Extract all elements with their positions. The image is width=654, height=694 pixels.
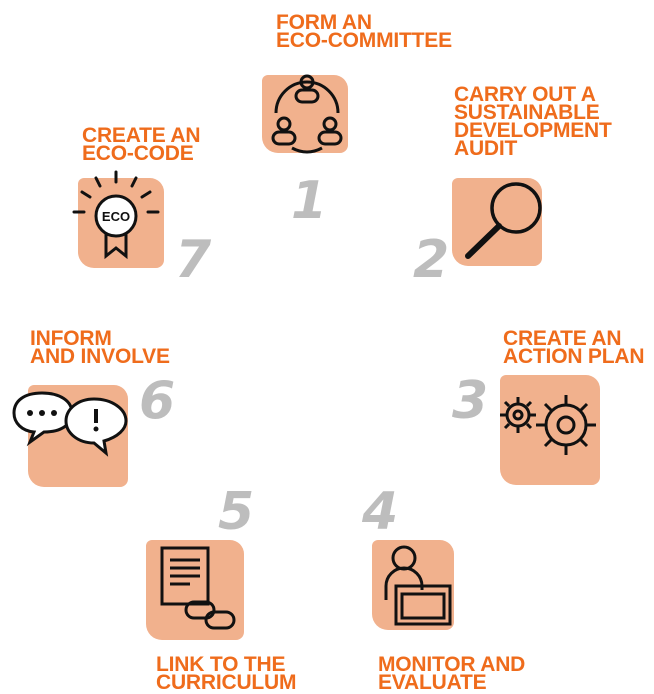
people-icon [271, 74, 343, 154]
step-2-number: 2 [413, 230, 450, 290]
step-7-label: CREATE AN ECO-CODE [82, 124, 201, 165]
step-5-number: 5 [218, 482, 255, 542]
step-1-number: 1 [291, 171, 328, 231]
step-6-label: INFORM AND INVOLVE [30, 327, 170, 368]
step-4-label: MONITOR AND EVALUATE [378, 653, 526, 694]
step-7-number: 7 [175, 230, 212, 290]
step-4-number: 4 [362, 482, 399, 542]
step-3-number: 3 [452, 371, 489, 431]
step-6-number: 6 [139, 371, 176, 431]
step-2-label: CARRY OUT A SUSTAINABLE DEVELOPMENT AUDI… [454, 83, 612, 160]
magnifier-icon [465, 182, 542, 259]
speech-bubbles-icon [12, 391, 128, 457]
person-laptop-icon [384, 545, 452, 626]
step-1-label: FORM AN ECO-COMMITTEE [276, 11, 452, 52]
eco-badge-text: ECO [102, 209, 130, 224]
step-5-label: LINK TO THE CURRICULUM [156, 653, 297, 694]
gears-icon [500, 395, 596, 455]
eco-badge-icon: ECO [72, 170, 160, 260]
step-3-label: CREATE AN ACTION PLAN [503, 327, 645, 368]
document-link-icon [160, 546, 236, 630]
